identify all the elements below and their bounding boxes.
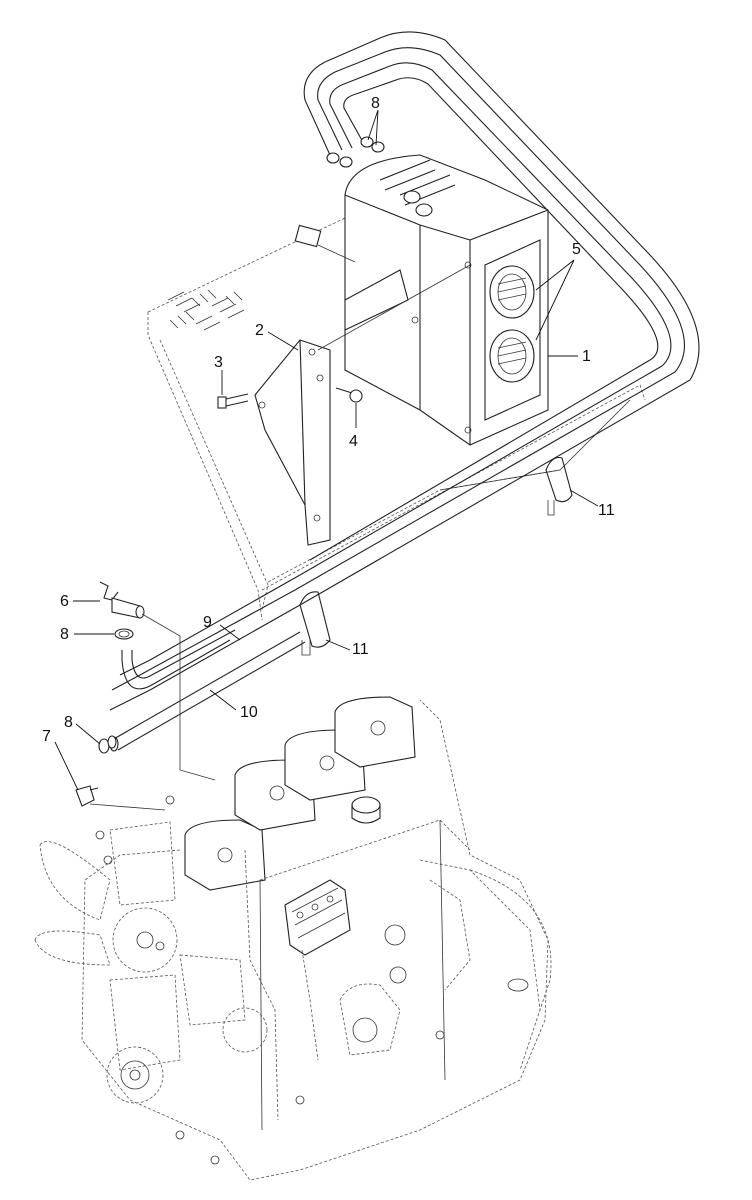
water-valve <box>99 581 216 781</box>
callout-9: 9 <box>203 614 212 631</box>
callout-8-top: 8 <box>371 95 380 112</box>
heater-unit <box>344 154 549 446</box>
elbow-fitting <box>75 785 166 811</box>
callout-1: 1 <box>582 348 591 365</box>
callout-8-valve: 8 <box>60 626 69 643</box>
callout-8-elbow: 8 <box>64 714 73 731</box>
tread-pattern <box>167 289 245 331</box>
callout-6: 6 <box>60 593 69 610</box>
cooling-fan <box>34 821 246 1071</box>
mounting-bracket <box>254 264 471 546</box>
callout-3: 3 <box>214 354 223 371</box>
callout-4: 4 <box>349 433 358 450</box>
callout-10: 10 <box>240 704 258 721</box>
bolt <box>217 393 249 409</box>
callouts: 1 2 3 4 5 6 7 8 8 8 9 10 11 11 <box>42 95 615 745</box>
callout-11-lower: 11 <box>352 641 369 658</box>
heater-hoses <box>109 31 700 752</box>
louver-vent-lower <box>489 329 535 383</box>
injection-pump <box>284 879 351 956</box>
callout-5: 5 <box>572 241 581 258</box>
callout-2: 2 <box>255 322 264 339</box>
clamp-elbow <box>98 735 117 754</box>
clamp-valve <box>114 628 134 640</box>
nut <box>335 387 363 403</box>
hose-clip-lower <box>299 591 331 656</box>
electrical-connector <box>294 224 356 263</box>
hose-clip-upper <box>545 456 573 516</box>
engine-assembly <box>34 696 552 1181</box>
leader-lines <box>54 109 599 791</box>
callout-11-upper: 11 <box>598 502 615 519</box>
louver-vent-upper <box>489 265 535 319</box>
crank-pulley <box>106 1046 164 1104</box>
hose-clamps-top <box>326 136 385 168</box>
callout-7: 7 <box>42 728 51 745</box>
